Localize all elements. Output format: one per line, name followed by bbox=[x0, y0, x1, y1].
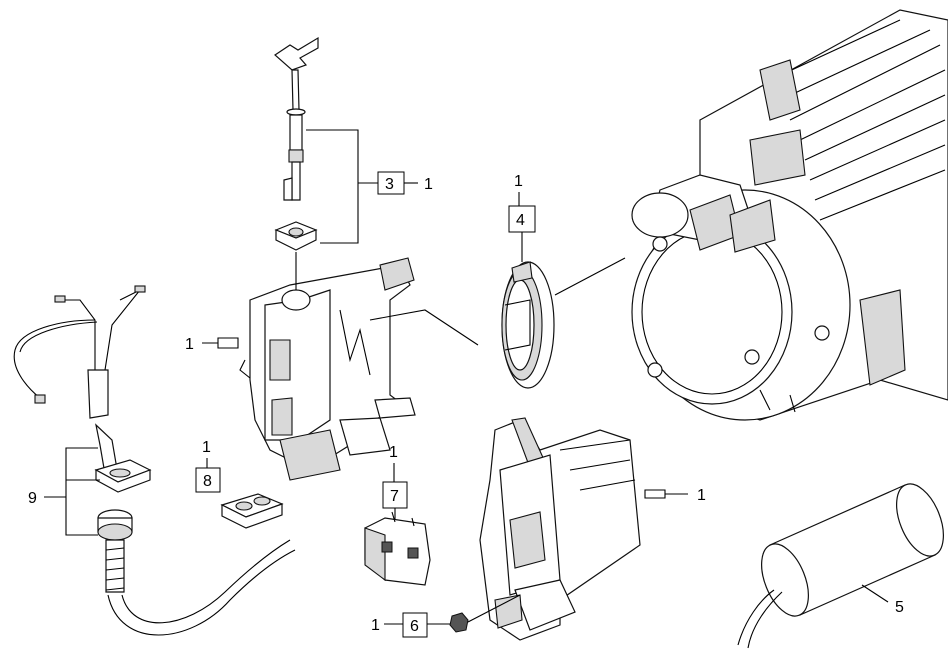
relay bbox=[364, 511, 431, 586]
seal-plate bbox=[501, 261, 555, 389]
callout-1-item6: 1 bbox=[371, 617, 380, 634]
cable-assembly bbox=[13, 285, 296, 636]
nut bbox=[449, 594, 521, 633]
motor-housing bbox=[631, 9, 948, 421]
mounting-bracket bbox=[239, 252, 416, 481]
callout-7: 7 bbox=[390, 488, 399, 505]
callout-9: 9 bbox=[28, 490, 37, 507]
leader-item1-right bbox=[644, 489, 688, 499]
switch-housing bbox=[479, 417, 641, 641]
leader-item5 bbox=[861, 584, 889, 603]
callout-1-item8: 1 bbox=[202, 439, 211, 456]
callout-6: 6 bbox=[410, 618, 419, 635]
shaft-assembly bbox=[274, 36, 319, 251]
callout-8: 8 bbox=[203, 473, 212, 490]
label-box-8 bbox=[195, 467, 221, 493]
leader-item3 bbox=[306, 129, 378, 244]
callout-5: 5 bbox=[895, 599, 904, 616]
callout-1-item3: 1 bbox=[424, 176, 433, 193]
leader-item9 bbox=[44, 447, 100, 536]
capacitor bbox=[737, 483, 944, 649]
leader-item1-left bbox=[202, 337, 239, 349]
callout-3: 3 bbox=[385, 176, 394, 193]
callout-1-left: 1 bbox=[185, 336, 194, 353]
label-box-6 bbox=[402, 612, 428, 638]
gland-plate bbox=[220, 493, 284, 529]
callout-1-item4: 1 bbox=[514, 173, 523, 190]
callout-1-right: 1 bbox=[697, 487, 706, 504]
label-box-4 bbox=[508, 205, 536, 233]
callout-4: 4 bbox=[516, 212, 525, 229]
leader-item4-line bbox=[369, 309, 479, 346]
callout-1-item7: 1 bbox=[389, 444, 398, 461]
